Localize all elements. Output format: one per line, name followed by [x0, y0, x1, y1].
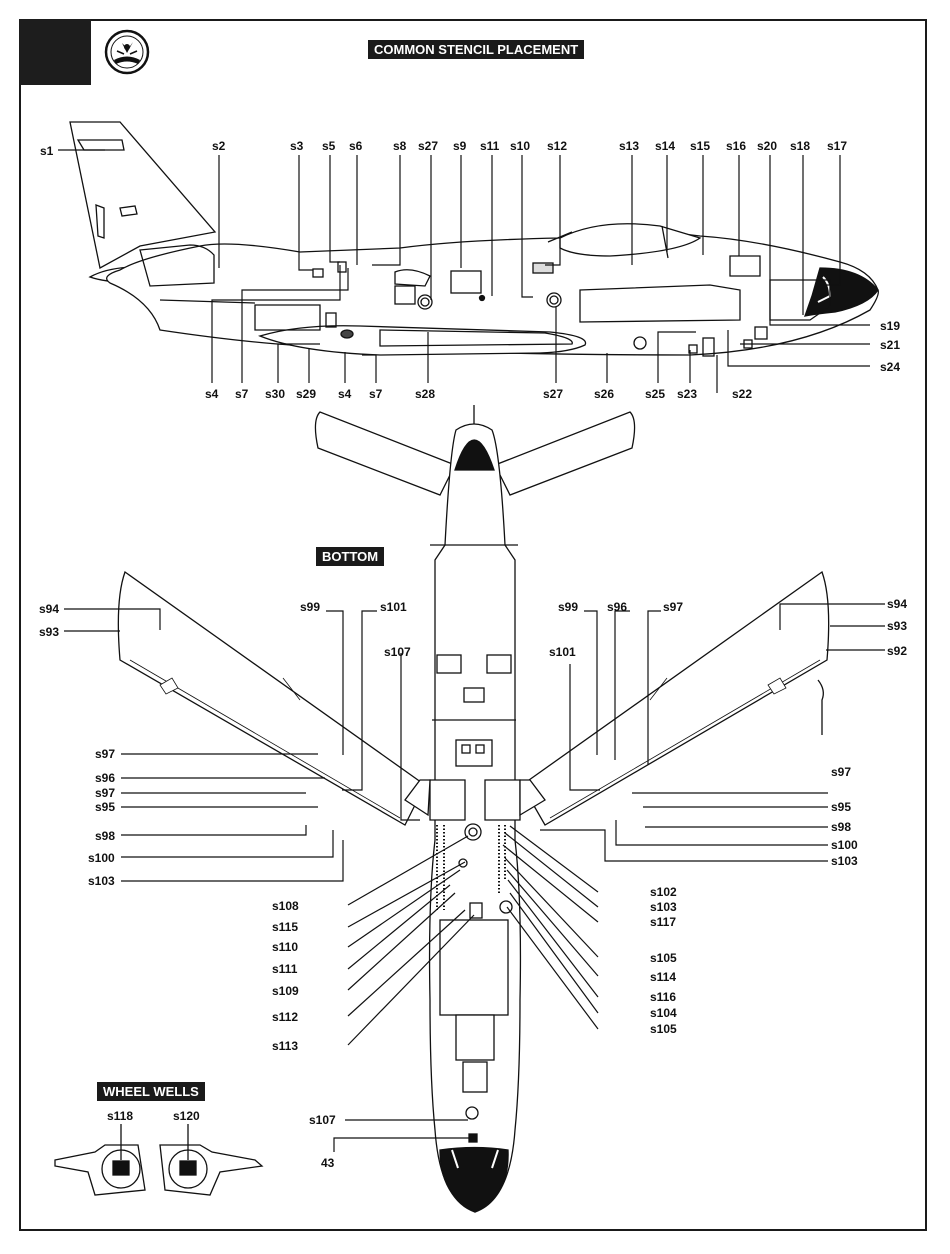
wheel-well-left [54, 1124, 146, 1196]
label-s95-right: s95 [831, 800, 851, 814]
label-s21: s21 [880, 338, 900, 352]
label-s28: s28 [415, 387, 435, 401]
label-s3: s3 [290, 139, 304, 153]
wheel-well-right [159, 1124, 264, 1196]
label-s26: s26 [594, 387, 614, 401]
label-s15: s15 [690, 139, 710, 153]
label-s13: s13 [619, 139, 639, 153]
label-s101-left: s101 [380, 600, 407, 614]
label-s4-lower: s4 [338, 387, 352, 401]
label-s120: s120 [173, 1109, 200, 1123]
label-s14: s14 [655, 139, 675, 153]
label-s104: s104 [650, 1006, 677, 1020]
label-s2: s2 [212, 139, 226, 153]
label-s30: s30 [265, 387, 285, 401]
label-s113: s113 [272, 1039, 298, 1053]
label-s118: s118 [107, 1109, 133, 1123]
label-s116: s116 [650, 990, 676, 1004]
label-s7-lower: s7 [369, 387, 383, 401]
label-s94-right: s94 [887, 597, 907, 611]
label-s24: s24 [880, 360, 900, 374]
label-s19: s19 [880, 319, 900, 333]
label-s4: s4 [205, 387, 219, 401]
label-s101-right: s101 [549, 645, 576, 659]
label-s97-right-a: s97 [663, 600, 683, 614]
label-s98-left: s98 [95, 829, 115, 843]
label-s103-fuselage: s103 [650, 900, 677, 914]
label-s105-b: s105 [650, 1022, 677, 1036]
label-43: 43 [321, 1156, 335, 1170]
bottom-view-labels: s94 s93 s99 s101 s107 s97 s96 s97 s95 s9… [39, 597, 907, 1170]
label-s10: s10 [510, 139, 530, 153]
label-s23: s23 [677, 387, 697, 401]
side-view-labels: s1 s2 s3 s5 s6 s8 s27 s9 s11 s10 s12 s13… [40, 139, 900, 401]
label-s117: s117 [650, 915, 676, 929]
label-s17: s17 [827, 139, 847, 153]
label-s92: s92 [887, 644, 907, 658]
label-s6: s6 [349, 139, 363, 153]
label-s108: s108 [272, 899, 299, 913]
label-s103-left: s103 [88, 874, 115, 888]
label-s114: s114 [650, 970, 676, 984]
label-s103-right: s103 [831, 854, 858, 868]
label-s98-right: s98 [831, 820, 851, 834]
label-s7: s7 [235, 387, 249, 401]
label-s22: s22 [732, 387, 752, 401]
label-s102: s102 [650, 885, 677, 899]
corner-block [19, 19, 91, 85]
label-s100-right: s100 [831, 838, 858, 852]
label-s111: s111 [272, 962, 298, 976]
label-s94-left: s94 [39, 602, 59, 616]
label-s11: s11 [480, 139, 500, 153]
label-s12: s12 [547, 139, 567, 153]
bottom-view-leader-lines [64, 603, 885, 1152]
label-s93-right: s93 [887, 619, 907, 633]
label-s25: s25 [645, 387, 665, 401]
label-s107-nose: s107 [309, 1113, 336, 1127]
label-s96-right: s96 [607, 600, 627, 614]
label-s5: s5 [322, 139, 336, 153]
label-s29: s29 [296, 387, 316, 401]
label-s1: s1 [40, 144, 54, 158]
bottom-view-title: BOTTOM [316, 547, 385, 566]
label-s99-right: s99 [558, 600, 578, 614]
label-s8: s8 [393, 139, 407, 153]
page-frame [19, 19, 927, 1231]
label-s107-top: s107 [384, 645, 411, 659]
label-s97-left-b: s97 [95, 786, 115, 800]
wheel-wells-title: WHEEL WELLS [97, 1082, 205, 1101]
label-s112: s112 [272, 1010, 298, 1024]
label-s115: s115 [272, 920, 298, 934]
label-s97-right-b: s97 [831, 765, 851, 779]
label-s16: s16 [726, 139, 746, 153]
label-s100-left: s100 [88, 851, 115, 865]
label-s27: s27 [418, 139, 438, 153]
label-s20: s20 [757, 139, 777, 153]
label-s18: s18 [790, 139, 810, 153]
label-s99-left: s99 [300, 600, 320, 614]
page-title: COMMON STENCIL PLACEMENT [368, 40, 585, 59]
label-s96-left: s96 [95, 771, 115, 785]
bottom-view-aircraft [117, 405, 830, 1213]
label-s105-a: s105 [650, 951, 677, 965]
label-s9: s9 [453, 139, 467, 153]
side-view-leader-lines [58, 149, 870, 393]
label-s97-left-a: s97 [95, 747, 115, 761]
label-s110: s110 [272, 940, 298, 954]
label-s109: s109 [272, 984, 299, 998]
squadron-badge-icon [104, 29, 150, 75]
label-s27-lower: s27 [543, 387, 563, 401]
label-s93-left: s93 [39, 625, 59, 639]
label-s95-left: s95 [95, 800, 115, 814]
side-view-aircraft [69, 121, 879, 357]
